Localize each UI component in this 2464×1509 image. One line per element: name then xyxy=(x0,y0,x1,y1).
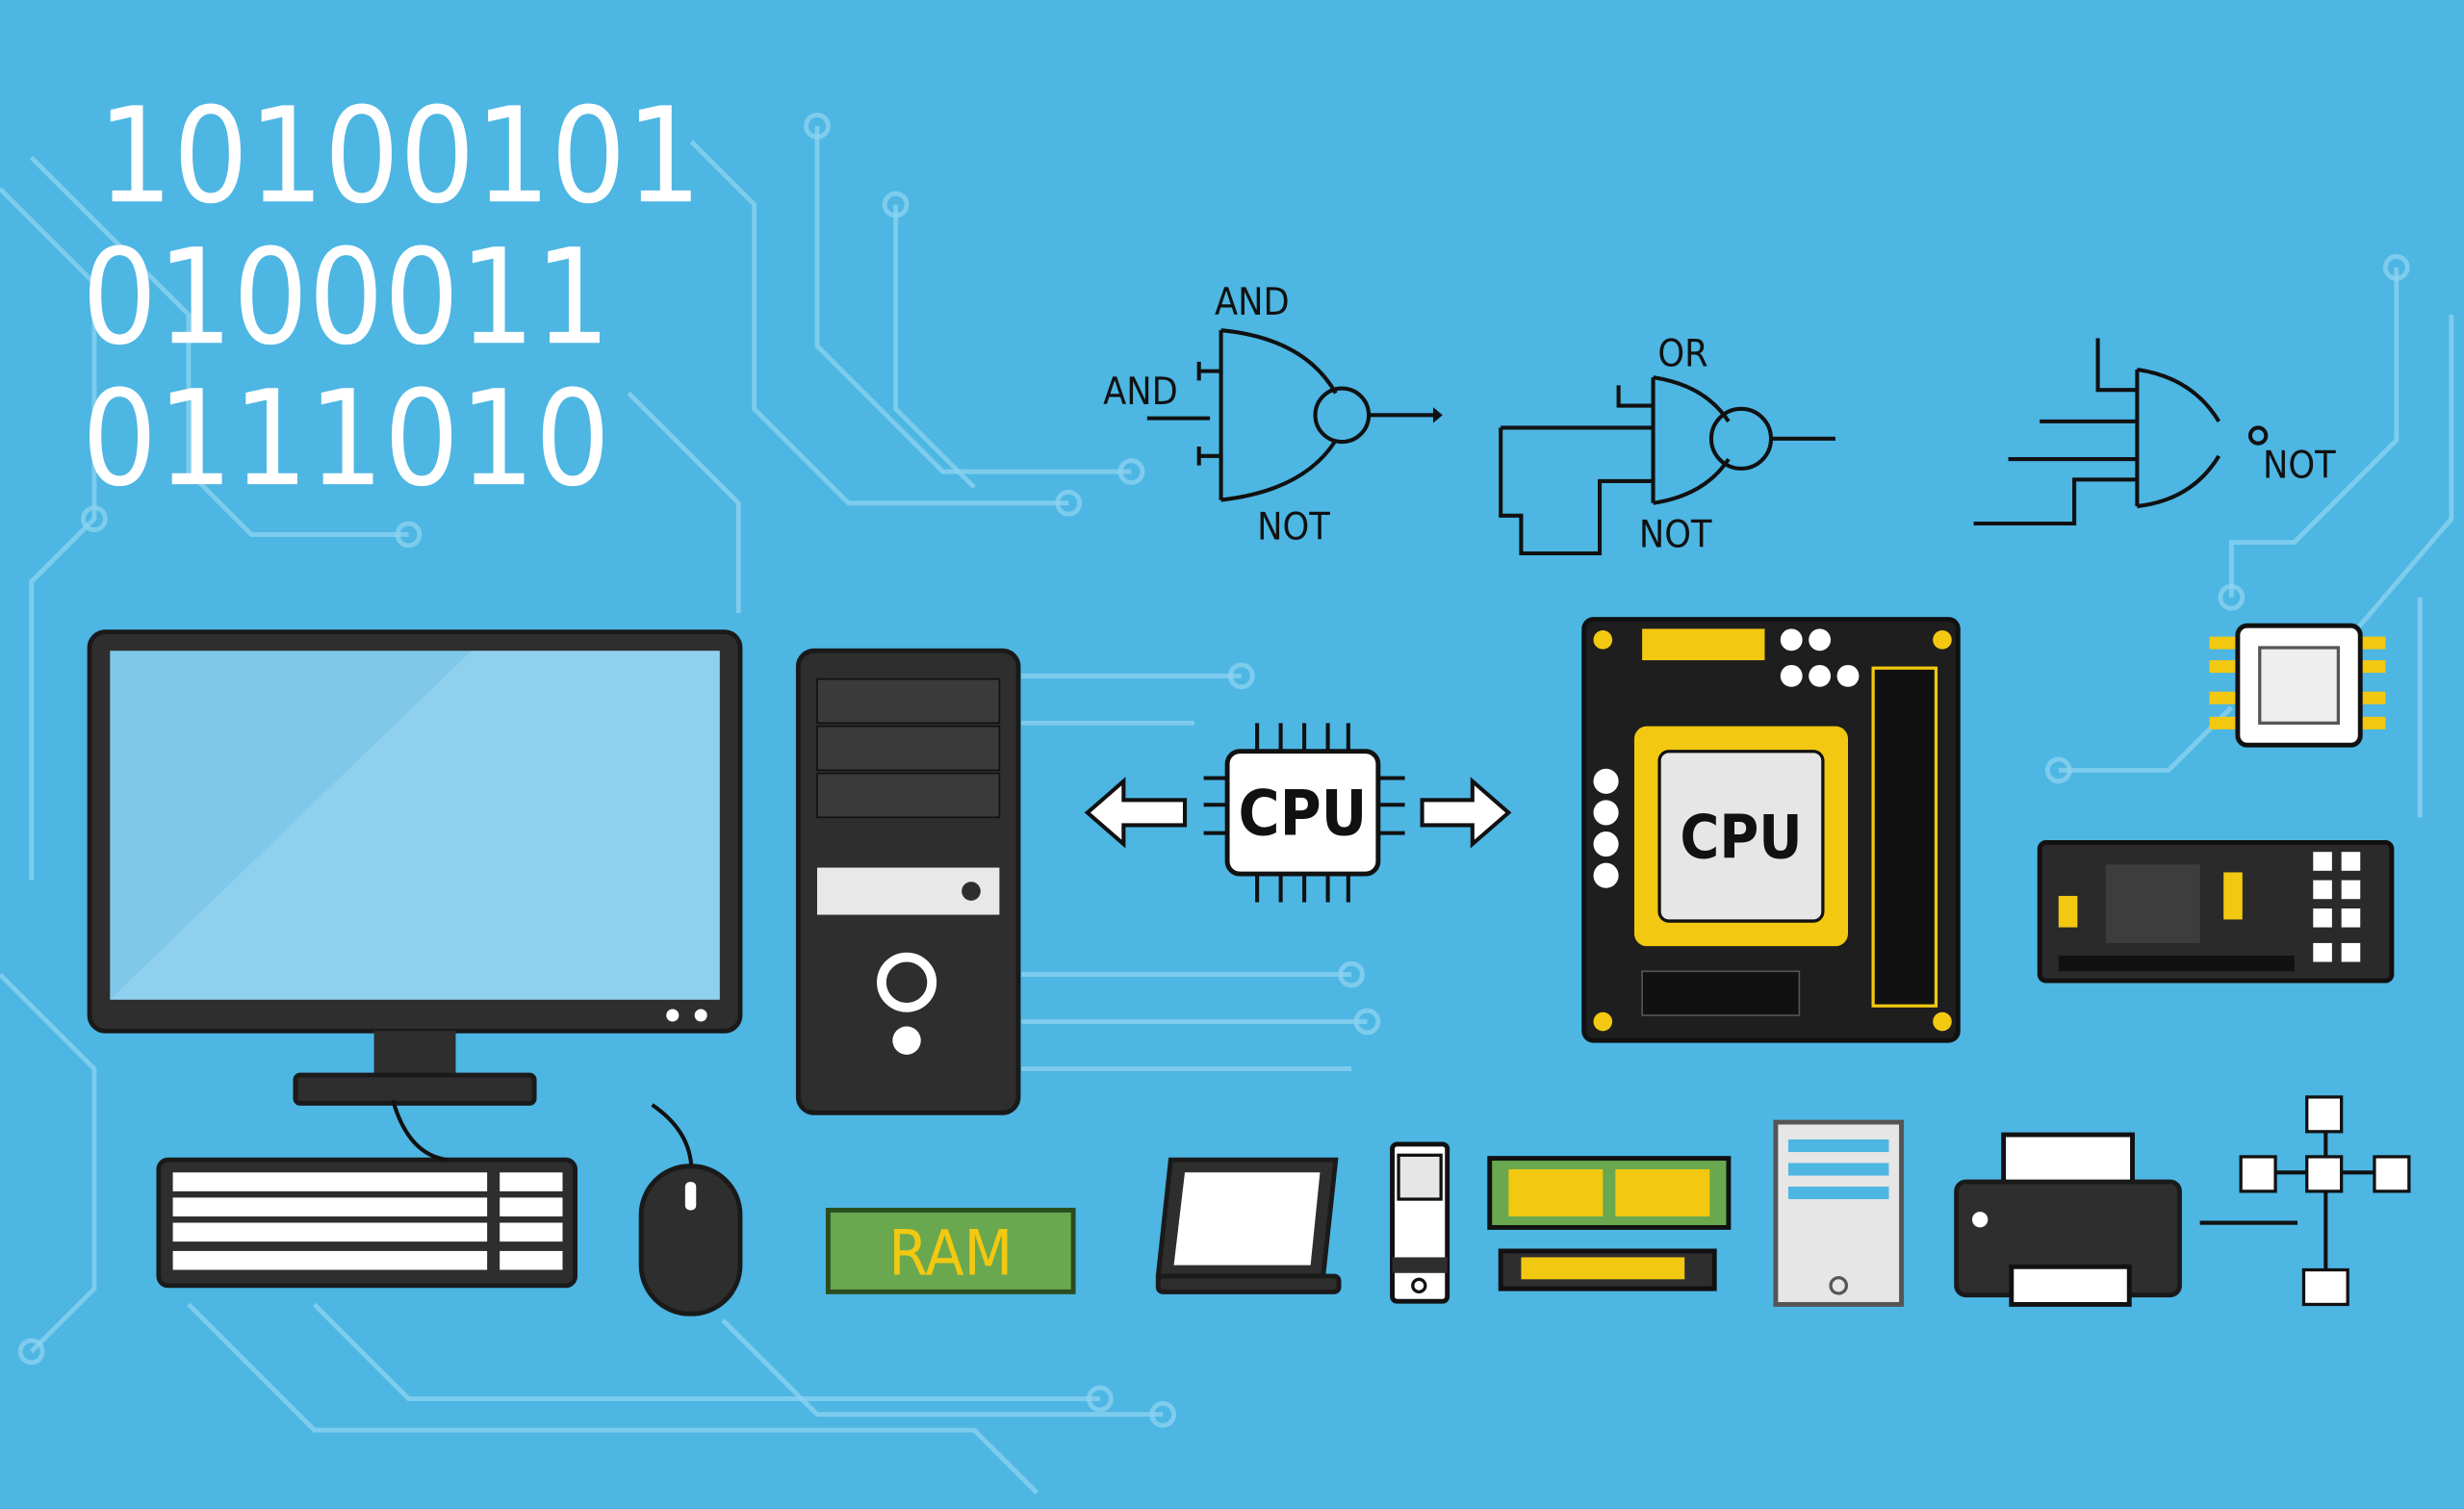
computer-tower-icon xyxy=(795,648,1021,1115)
chip-icon xyxy=(2209,623,2386,748)
gate1-left-label: AND xyxy=(1103,371,1178,414)
circuit-traces xyxy=(0,113,2454,1496)
motherboard-cpu-label: CPU xyxy=(1680,803,1802,873)
usb-drive-icon xyxy=(1390,1141,1450,1304)
memory-modules-icon xyxy=(1487,1156,1732,1292)
mouse-icon xyxy=(638,1103,743,1317)
laptop-icon xyxy=(1155,1157,1342,1294)
gate2-bottom-label: NOT xyxy=(1639,513,1712,556)
logic-gate-1: AND AND NOT xyxy=(1103,281,1443,549)
arrow-right-icon xyxy=(1420,777,1512,849)
network-icon xyxy=(2199,1095,2411,1307)
ram-label: RAM xyxy=(888,1216,1013,1290)
binary-line-2: 0100011 xyxy=(82,221,610,374)
gate2-top-label: OR xyxy=(1657,333,1707,376)
printer-icon xyxy=(1954,1132,2182,1307)
cpu-chip-label: CPU xyxy=(1239,777,1368,850)
cpu-chip-icon: CPU xyxy=(1084,723,1512,903)
keyboard-icon xyxy=(156,1099,578,1289)
binary-line-1: 10100101 xyxy=(97,80,702,233)
binary-line-3: 0111010 xyxy=(82,363,610,516)
server-icon xyxy=(1773,1119,1904,1307)
monitor-icon xyxy=(87,629,743,1106)
gate3-right-label: NOT xyxy=(2263,445,2336,488)
logic-gate-3: NOT xyxy=(1973,338,2336,526)
binary-text: 10100101 0100011 0111010 xyxy=(82,80,702,516)
gate1-top-label: AND xyxy=(1215,281,1290,324)
expansion-card-icon xyxy=(2037,839,2395,984)
logic-gate-2: OR NOT xyxy=(1499,333,1835,556)
arrow-left-icon xyxy=(1084,777,1188,849)
gate1-bottom-label: NOT xyxy=(1257,505,1330,549)
ram-stick-icon: RAM xyxy=(825,1208,1076,1294)
motherboard-icon: CPU xyxy=(1581,617,1961,1043)
